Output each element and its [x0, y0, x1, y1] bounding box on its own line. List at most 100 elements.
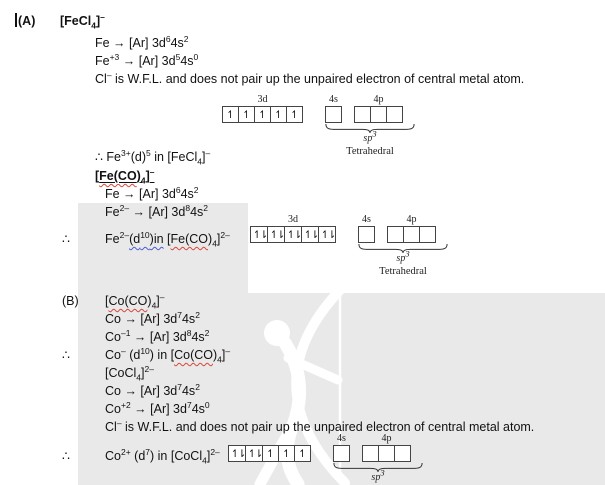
orbital-box: [358, 226, 375, 243]
cominus-config-line: Co–1 → [Ar] 3d84s2: [105, 327, 210, 344]
orbital-box: [362, 445, 379, 462]
orbital-group: 4s: [358, 214, 375, 243]
orbital-box: ↿: [254, 106, 271, 123]
formula-cocl4-title: [CoCl4]2–: [105, 363, 154, 383]
archer-arm: [283, 353, 343, 385]
orbital-box-row: ↿⇂↿⇂↿⇂↿⇂↿⇂: [250, 226, 336, 243]
fe2minus-config-line: Fe2– → [Ar] 3d84s2: [105, 202, 209, 219]
co-config-line-2: Co → [Ar] 3d74s2: [105, 381, 200, 398]
therefore-symbol: ∴: [62, 348, 70, 362]
subshell-label: 4s: [337, 433, 346, 444]
orbital-group: 4p: [387, 214, 436, 243]
orbital-box-row: [358, 226, 375, 243]
conclusion-cominus: Co– (d10) in [Co(CO)4]–: [105, 345, 231, 365]
fe3-config-line: Fe+3 → [Ar] 3d54s0: [95, 51, 199, 68]
orbital-group: 4p: [354, 94, 403, 123]
orbital-box: [354, 106, 371, 123]
subshell-label: 4p: [381, 433, 392, 444]
therefore-symbol: ∴: [62, 232, 70, 246]
orbital-box-row: [333, 445, 350, 462]
orbital-box: [419, 226, 436, 243]
formula-fecl4-title: [FeCl4]–: [60, 11, 105, 31]
section-a-marker: (A): [18, 14, 36, 28]
spellcheck-underline: Fe(CO: [99, 169, 137, 183]
orbital-box-row: [325, 106, 342, 123]
orbital-box: [403, 226, 420, 243]
orbital-box: [333, 445, 350, 462]
underbrace: [333, 463, 423, 472]
subshell-label: 4p: [406, 214, 417, 225]
underbrace: [325, 124, 415, 133]
orbital-box: ↿: [262, 445, 279, 462]
orbital-box: ↿: [278, 445, 295, 462]
orbital-box: [386, 106, 403, 123]
orbital-group: 3d↿⇂↿⇂↿⇂↿⇂↿⇂: [250, 214, 336, 243]
spellcheck-underline: Fe(CO: [170, 232, 209, 246]
subshell-label: 4s: [362, 214, 371, 225]
orbital-box: ↿⇂: [245, 445, 263, 462]
orbital-group: 3d↿↿↿↿↿: [222, 94, 303, 123]
orbital-box: ↿⇂: [318, 226, 336, 243]
underbrace: [358, 244, 448, 253]
subshell-label: 3d: [257, 94, 268, 105]
orbital-box: [378, 445, 395, 462]
orbital-box-row: ↿↿↿↿↿: [222, 106, 303, 123]
orbital-box-row: [354, 106, 403, 123]
section-b-marker: (B): [62, 294, 79, 308]
orbital-box-row: [362, 445, 411, 462]
hybridization-label: sp3: [363, 128, 377, 144]
orbital-box: ↿⇂: [228, 445, 246, 462]
fe-config-line: Fe → [Ar] 3d64s2: [95, 33, 189, 50]
subshell-label: 4s: [329, 94, 338, 105]
orbital-box: ↿⇂: [284, 226, 302, 243]
orbital-box: [387, 226, 404, 243]
spellcheck-underline: Co(CO: [174, 348, 213, 362]
orbital-group: 4p: [362, 433, 411, 462]
archer-head: [264, 320, 290, 346]
co2plus-config-line: Co+2 → [Ar] 3d74s0: [105, 399, 210, 416]
hybridization-label: sp3: [396, 248, 410, 264]
co-config-line: Co → [Ar] 3d74s2: [105, 309, 200, 326]
orbital-box: ↿⇂: [267, 226, 285, 243]
grammar-underline: (d10)in: [129, 229, 164, 246]
orbital-box: ↿: [286, 106, 303, 123]
orbital-box-row: [387, 226, 436, 243]
orbital-box: [370, 106, 387, 123]
therefore-symbol: ∴: [62, 449, 70, 463]
orbital-group: ↿⇂↿⇂↿↿↿: [228, 433, 311, 462]
hybrid-orbitals-block: 4s 4p sp3: [333, 433, 423, 484]
orbital-box: [325, 106, 342, 123]
geometry-label: Tetrahedral: [379, 266, 427, 277]
spellcheck-underline: Co(CO: [108, 294, 148, 308]
orbital-box: ↿: [222, 106, 239, 123]
white-background-patch: [248, 203, 605, 293]
wfl-note-a: Cl– is W.F.L. and does not pair up the u…: [95, 69, 525, 86]
conclusion-fe3: ∴ Fe3+(d)5 in [FeCl4]–: [95, 147, 211, 167]
orbital-group: 4s: [333, 433, 350, 462]
orbital-group: 4s: [325, 94, 342, 123]
wfl-note-b: Cl– is W.F.L. and does not pair up the u…: [105, 417, 535, 434]
orbital-box: ↿⇂: [250, 226, 268, 243]
hybridization-label: sp3: [371, 467, 385, 483]
orbital-box: ↿: [294, 445, 311, 462]
subshell-label: 4p: [373, 94, 384, 105]
orbital-box-row: ↿⇂↿⇂↿↿↿: [228, 445, 311, 462]
text-cursor[interactable]: [15, 13, 17, 27]
conclusion-fe2minus: Fe2–(d10)in [Fe(CO)4]2–: [105, 229, 230, 249]
fe-config-line-2: Fe → [Ar] 3d64s2: [105, 184, 199, 201]
formula-coco4-title: [Co(CO)4]–: [105, 291, 165, 311]
orbital-box: ↿: [270, 106, 287, 123]
conclusion-co2plus: Co2+ (d7) in [CoCl4]2–: [105, 446, 220, 466]
orbital-box: ↿: [238, 106, 255, 123]
formula-feco4-title: [Fe(CO)4]–: [95, 166, 155, 186]
geometry-label: Tetrahedral: [346, 146, 394, 157]
orbital-box: [394, 445, 411, 462]
orbital-box: ↿⇂: [301, 226, 319, 243]
watermark-archer: [254, 288, 350, 485]
